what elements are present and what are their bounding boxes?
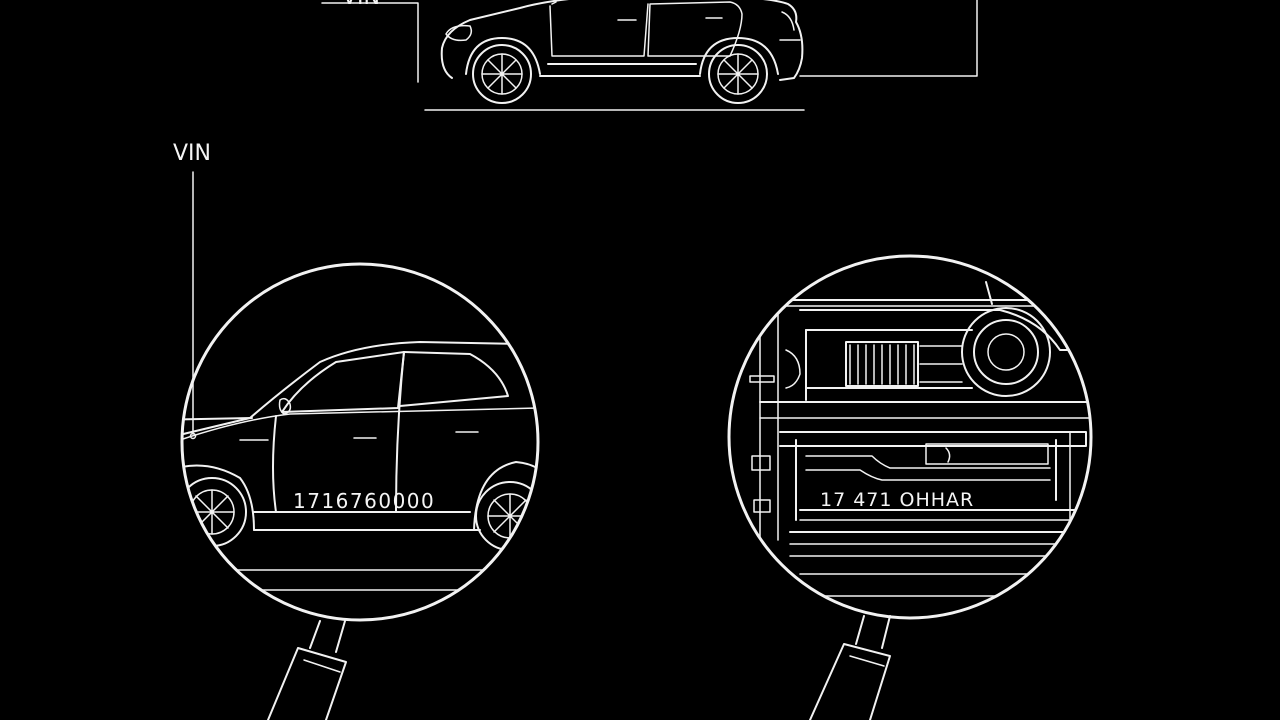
top-callout-line [321, 2, 419, 83]
left-magnifier-lens [180, 262, 540, 622]
left-vin-callout: VIN [173, 141, 211, 440]
top-car-front-wheel [472, 44, 532, 104]
top-car-outline [440, 0, 804, 81]
left-magnifier-handle [267, 620, 347, 720]
right-callout-line [799, 0, 978, 77]
top-vin-label: VIN [342, 0, 380, 10]
left-vin-number: 1716760000 [293, 489, 435, 513]
top-car-rear-wheel [708, 44, 768, 104]
right-vin-number: 17 471 OHHAR [820, 489, 974, 511]
left-magnifier: 1716760000 [180, 262, 540, 720]
left-vin-label: VIN [173, 141, 211, 166]
top-car-overview: VIN [321, 0, 978, 111]
right-magnifier-lens [727, 254, 1093, 620]
right-magnifier-handle [809, 615, 891, 720]
right-magnifier: 17 471 OHHAR [727, 254, 1093, 720]
right-magnifier-content: 17 471 OHHAR [729, 281, 1091, 597]
